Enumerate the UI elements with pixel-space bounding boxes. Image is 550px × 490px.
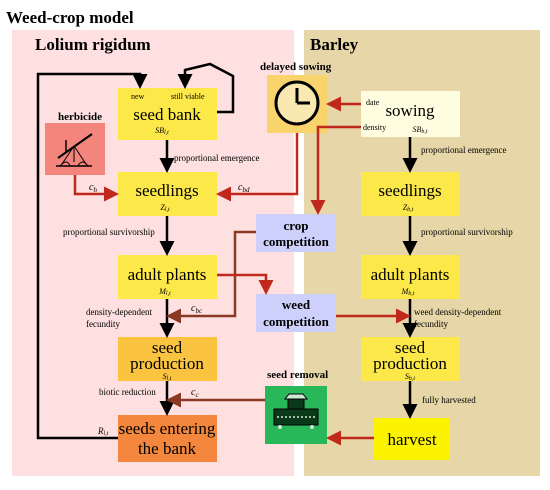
svg-text:adult plants: adult plants (371, 265, 450, 284)
svg-text:weed density-dependent: weed density-dependent (414, 307, 502, 317)
svg-text:seedlings: seedlings (378, 181, 441, 200)
svg-text:crop: crop (283, 218, 308, 233)
svg-text:proportional survivorship: proportional survivorship (421, 227, 513, 237)
sowing-node: sowing SBb,t date density (361, 91, 460, 137)
svg-text:seed: seed (152, 338, 183, 357)
seeds-entering-bank-node: seeds entering the bank (118, 415, 217, 462)
svg-text:Rl,t: Rl,t (97, 426, 109, 437)
svg-text:seed bank: seed bank (133, 105, 201, 124)
svg-text:cc: cc (191, 387, 199, 399)
arrow-still-viable-loop (177, 62, 235, 114)
crop-adult-node: adult plants Mb,t (361, 255, 460, 299)
control-arrows (73, 96, 411, 446)
svg-text:production: production (130, 354, 204, 373)
crop-competition-node: crop competition (256, 214, 336, 252)
svg-text:Zl,t: Zl,t (160, 203, 170, 213)
crop-seed-production-node: seed production Sb,t (361, 337, 460, 382)
arrow-adult-to-weed-comp (217, 273, 274, 295)
arrow-density-to-crop-comp (310, 125, 361, 215)
arrow-delay-to-seedlings (216, 133, 299, 202)
svg-text:density-dependent: density-dependent (86, 307, 152, 317)
herbicide-icon (45, 123, 105, 175)
svg-text:Sl,t: Sl,t (163, 372, 172, 382)
svg-text:the bank: the bank (138, 439, 197, 458)
date-label: date (366, 98, 380, 107)
svg-text:harvest: harvest (387, 430, 436, 449)
svg-text:cbc: cbc (191, 303, 203, 315)
svg-text:Sb,t: Sb,t (405, 372, 416, 382)
svg-text:proportional emergence: proportional emergence (174, 153, 260, 163)
svg-text:Mb,t: Mb,t (401, 287, 415, 297)
weed-seedlings-node: seedlings Zl,t (118, 172, 217, 216)
weed-panel-title: Lolium rigidum (35, 35, 151, 54)
svg-text:biotic reduction: biotic reduction (99, 387, 156, 397)
svg-text:adult plants: adult plants (128, 265, 207, 284)
herbicide-label: herbicide (58, 111, 102, 123)
svg-text:fecundity: fecundity (86, 319, 120, 329)
seed-removal-label: seed removal (267, 369, 328, 381)
svg-text:fecundity: fecundity (414, 319, 448, 329)
density-label: density (363, 123, 386, 132)
svg-text:Ml,t: Ml,t (158, 287, 171, 297)
weed-seed-production-node: seed production Sl,t (118, 337, 217, 382)
svg-text:seedlings: seedlings (135, 181, 198, 200)
svg-text:proportional survivorship: proportional survivorship (63, 227, 155, 237)
svg-text:weed: weed (282, 297, 311, 312)
svg-text:seed: seed (395, 338, 426, 357)
diagram-title: Weed-crop model (6, 8, 134, 27)
svg-text:sowing: sowing (385, 101, 435, 120)
harvest-node: harvest (374, 418, 450, 460)
svg-text:SBl,t: SBl,t (155, 126, 169, 136)
crop-seedlings-node: seedlings Zb,t (361, 172, 460, 216)
svg-text:Zb,t: Zb,t (403, 203, 414, 213)
arrow-new-seeds-loop (36, 72, 148, 440)
svg-text:seeds entering: seeds entering (119, 419, 216, 438)
svg-text:fully harvested: fully harvested (422, 395, 476, 405)
seed-removal-icon (265, 386, 327, 444)
new-input-label: new (131, 92, 145, 101)
svg-text:competition: competition (263, 234, 329, 249)
svg-text:cbd: cbd (238, 182, 250, 194)
svg-text:SBb,t: SBb,t (412, 125, 427, 135)
still-viable-label: still viable (171, 92, 205, 101)
weed-competition-node: weed competition (256, 294, 336, 332)
delayed-sowing-label: delayed sowing (260, 61, 332, 73)
edge-labels: proportional emergence proportional emer… (63, 145, 513, 437)
crop-panel-title: Barley (310, 35, 359, 54)
arrow-herbicide (73, 175, 119, 202)
svg-text:proportional emergence: proportional emergence (421, 145, 507, 155)
weed-adult-node: adult plants Ml,t (118, 255, 217, 299)
clock-icon (267, 75, 327, 133)
seed-bank-node: seed bank SBl,t new still viable (118, 88, 217, 140)
svg-text:competition: competition (263, 314, 329, 329)
svg-text:ch: ch (89, 182, 97, 194)
svg-text:production: production (373, 354, 447, 373)
